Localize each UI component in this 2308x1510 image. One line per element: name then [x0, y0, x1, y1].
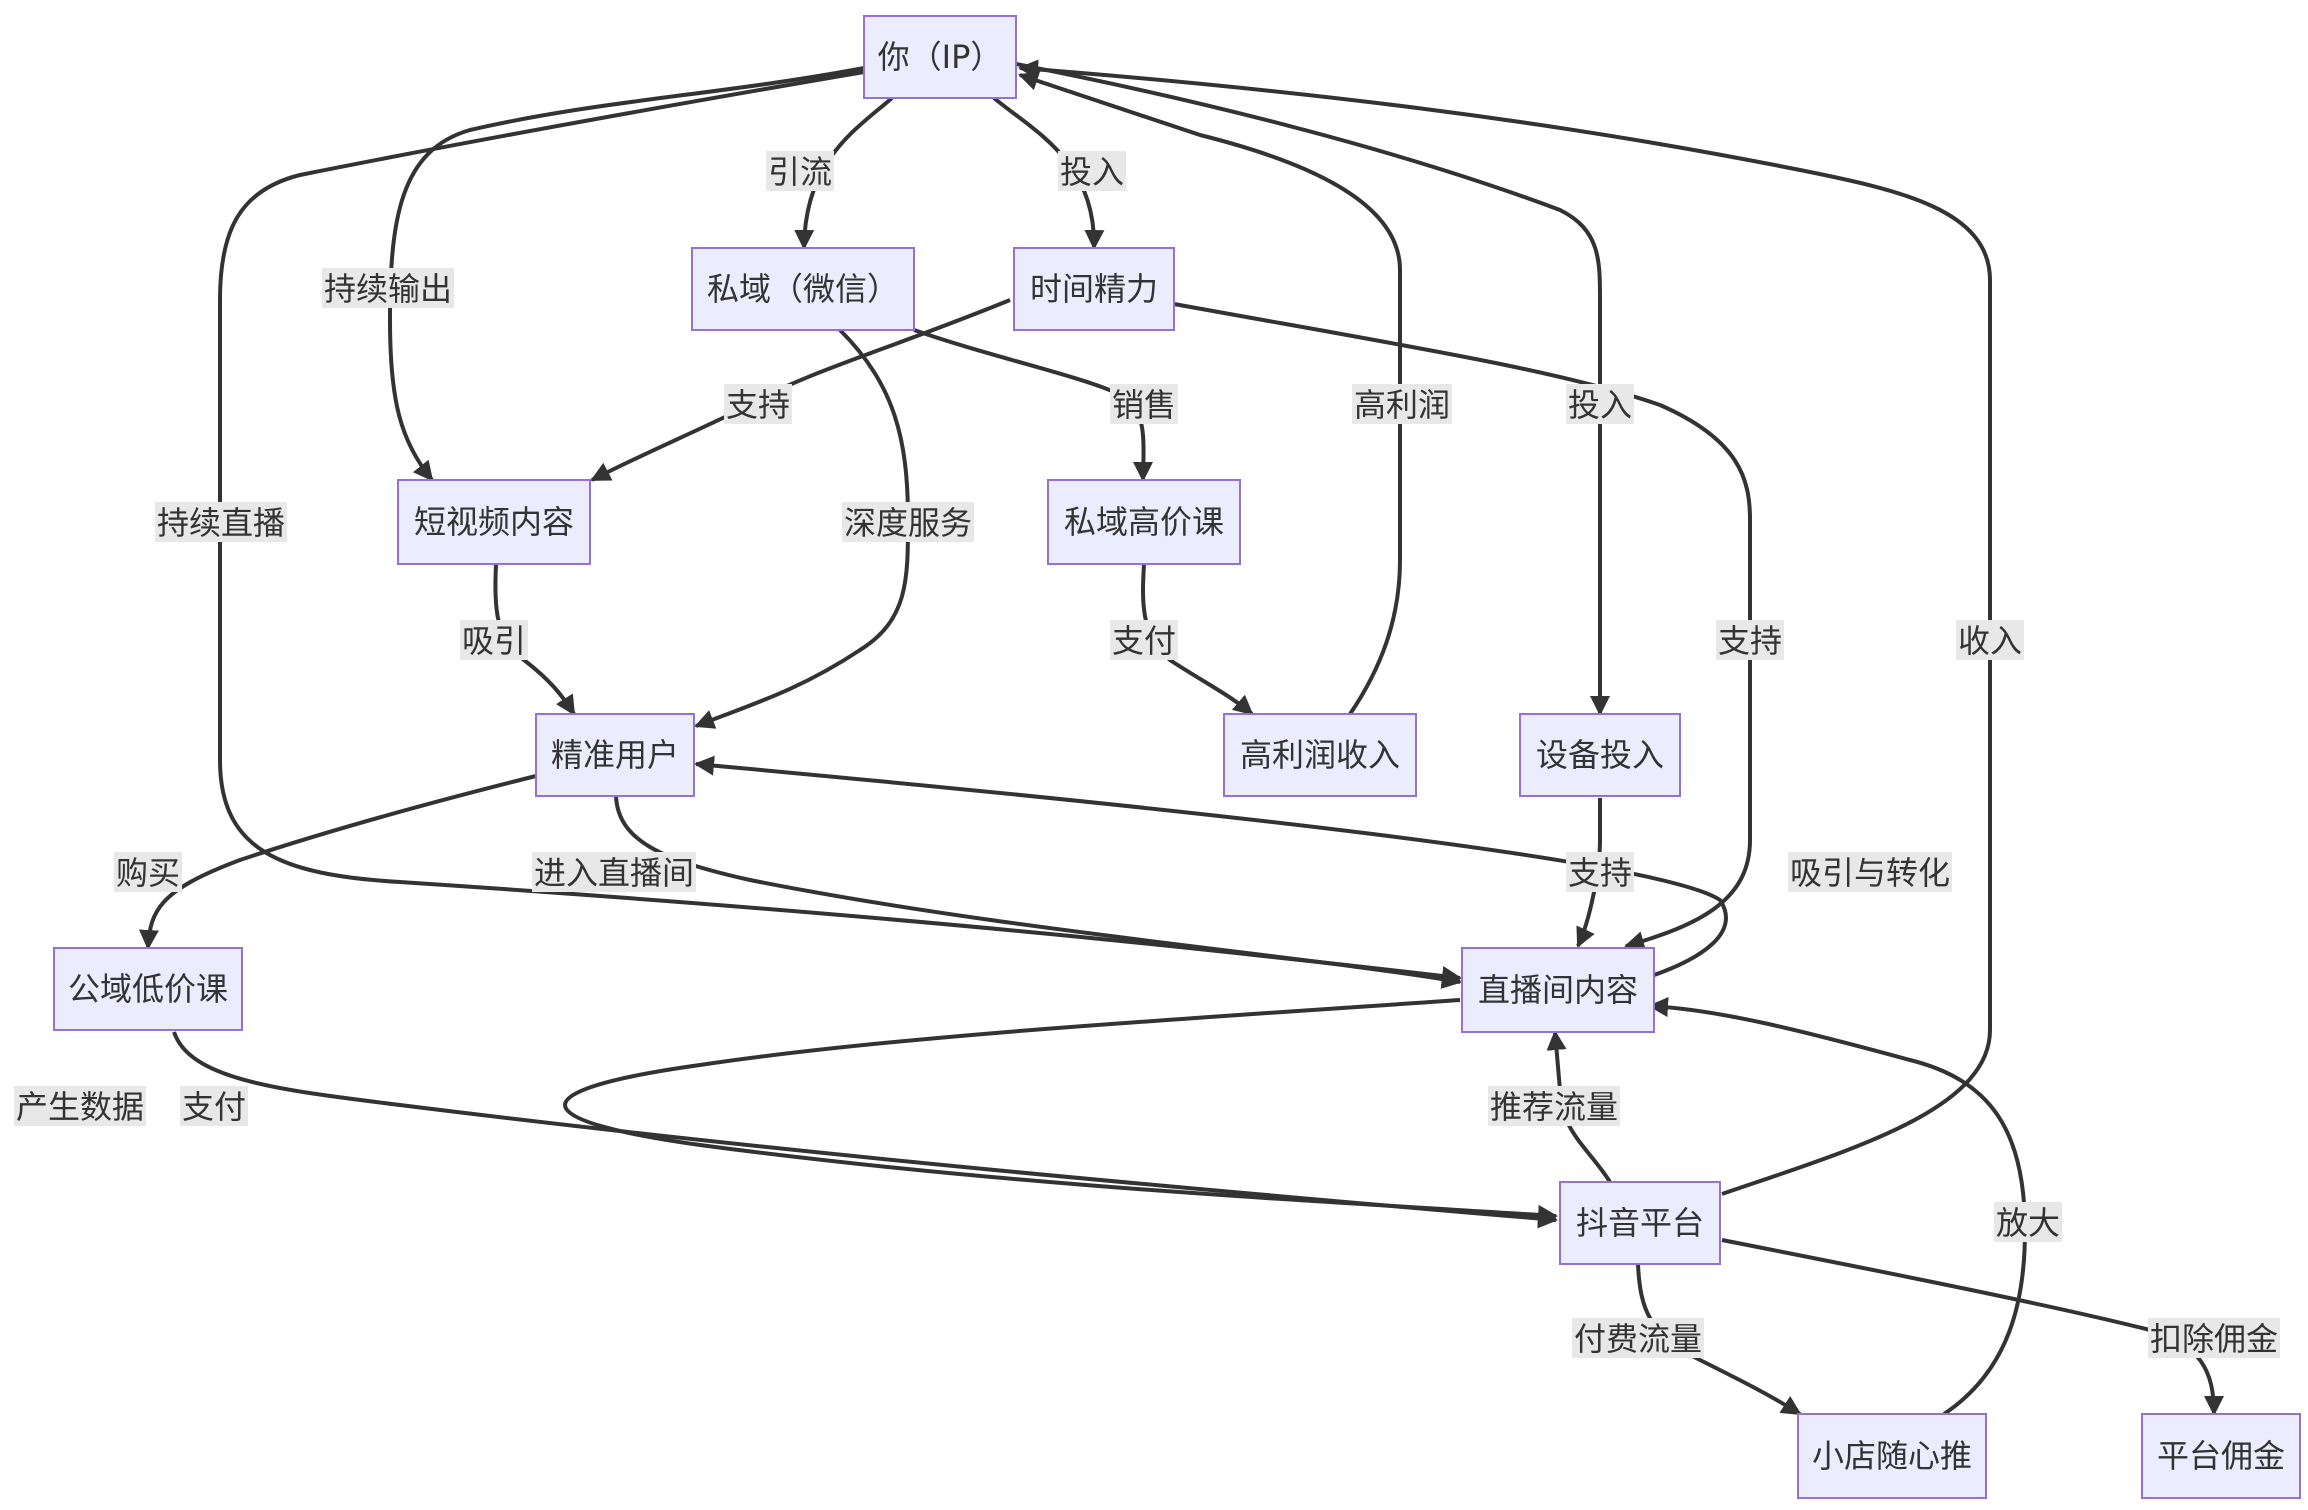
svg-text:持续输出: 持续输出	[324, 270, 452, 308]
node-profit[interactable]: 高利润收入	[1223, 713, 1417, 797]
edge-label-tuijianliuliang: 推荐流量	[1488, 1086, 1620, 1126]
svg-text:支持: 支持	[726, 386, 790, 424]
svg-text:推荐流量: 推荐流量	[1490, 1088, 1618, 1126]
edge-label-fufeiliuliang: 付费流量	[1572, 1318, 1704, 1358]
node-private[interactable]: 私域（微信）	[691, 247, 915, 331]
svg-text:高利润: 高利润	[1354, 386, 1450, 424]
nodes: 你（IP） 私域（微信） 时间精力 短视频内容 私域高价课 精准用户 高利润收入	[53, 15, 2301, 1499]
node-users[interactable]: 精准用户	[535, 713, 695, 797]
node-douyin[interactable]: 抖音平台	[1559, 1181, 1721, 1265]
svg-text:高利润收入: 高利润收入	[1240, 736, 1400, 774]
edge-label-chixuzhibo: 持续直播	[155, 502, 287, 542]
node-time[interactable]: 时间精力	[1013, 247, 1175, 331]
svg-text:收入: 收入	[1958, 622, 2022, 660]
edge-label-zhichi1: 支持	[724, 384, 792, 424]
edge-private-privatecourse	[913, 328, 1154, 482]
svg-text:投入: 投入	[1060, 153, 1124, 191]
svg-text:平台佣金: 平台佣金	[2157, 1437, 2285, 1475]
edge-time-live	[1173, 302, 1752, 951]
svg-text:抖音平台: 抖音平台	[1576, 1204, 1704, 1242]
edge-dou-live	[1648, 997, 2028, 1416]
svg-text:小店随心推: 小店随心推	[1812, 1437, 1972, 1475]
svg-text:精准用户: 精准用户	[551, 736, 679, 774]
svg-text:进入直播间: 进入直播间	[534, 854, 694, 892]
edges	[138, 59, 2224, 1416]
edge-label-gaolirun: 高利润	[1352, 384, 1452, 424]
edge-label-touru2: 投入	[1566, 384, 1634, 424]
edge-label-zhifu2: 支付	[180, 1086, 248, 1126]
svg-text:支持: 支持	[1568, 854, 1632, 892]
node-live[interactable]: 直播间内容	[1461, 947, 1655, 1033]
node-equipment[interactable]: 设备投入	[1519, 713, 1681, 797]
edge-douyin-dou	[1636, 1263, 1802, 1416]
node-commission[interactable]: 平台佣金	[2141, 1413, 2301, 1499]
node-ip[interactable]: 你（IP）	[863, 15, 1017, 99]
edge-label-jinruzhiboJian: 进入直播间	[532, 852, 696, 892]
edge-ip-private	[794, 96, 894, 250]
svg-text:直播间内容: 直播间内容	[1478, 971, 1638, 1009]
edge-label-fangda: 放大	[1994, 1202, 2062, 1242]
edge-profit-ip	[1018, 71, 1402, 716]
svg-text:放大: 放大	[1996, 1204, 2060, 1242]
svg-text:私域高价课: 私域高价课	[1064, 503, 1224, 541]
edge-label-chanshengshuju: 产生数据	[14, 1086, 146, 1126]
svg-text:引流: 引流	[768, 153, 832, 191]
edge-label-zhifu1: 支付	[1110, 620, 1178, 660]
edge-douyin-commission	[1721, 1238, 2224, 1416]
svg-text:支持: 支持	[1718, 622, 1782, 660]
edge-douyin-ip	[1018, 59, 1992, 1196]
edge-label-goumai: 购买	[114, 852, 182, 892]
svg-text:吸引: 吸引	[462, 622, 526, 660]
node-publiccourse[interactable]: 公域低价课	[53, 947, 243, 1031]
node-dou[interactable]: 小店随心推	[1797, 1413, 1987, 1499]
edge-label-xiaoshou: 销售	[1110, 384, 1178, 424]
svg-text:购买: 购买	[116, 854, 180, 892]
edge-label-zhichi3: 支持	[1566, 852, 1634, 892]
edge-label-shouru: 收入	[1956, 620, 2024, 660]
svg-text:短视频内容: 短视频内容	[414, 503, 574, 541]
svg-text:时间精力: 时间精力	[1030, 270, 1158, 308]
svg-text:付费流量: 付费流量	[1574, 1320, 1702, 1358]
edge-label-yinliu: 引流	[766, 151, 834, 191]
svg-text:支付: 支付	[1112, 622, 1176, 660]
edge-label-touru1: 投入	[1058, 151, 1126, 191]
svg-text:吸引与转化: 吸引与转化	[1790, 854, 1950, 892]
edge-ip-equipment	[1015, 62, 1610, 716]
node-shortvideo[interactable]: 短视频内容	[397, 479, 591, 565]
edge-label-xiyinyuzhuanhua: 吸引与转化	[1788, 852, 1952, 892]
node-privatecourse[interactable]: 私域高价课	[1047, 479, 1241, 565]
edge-label-xiyin: 吸引	[460, 620, 528, 660]
svg-text:投入: 投入	[1568, 386, 1632, 424]
edge-users-live	[614, 795, 1462, 989]
edge-ip-shortvideo	[387, 66, 865, 482]
edge-live-douyin	[563, 998, 1558, 1225]
svg-text:销售: 销售	[1112, 386, 1176, 424]
svg-text:深度服务: 深度服务	[844, 504, 972, 542]
svg-text:公域低价课: 公域低价课	[68, 970, 228, 1008]
svg-text:支付: 支付	[182, 1088, 246, 1126]
edge-publiccourse-douyin	[172, 1031, 1558, 1229]
edge-private-users	[694, 328, 911, 729]
edge-label-shenduFuwu: 深度服务	[842, 502, 974, 542]
svg-text:私域（微信）: 私域（微信）	[707, 270, 899, 308]
edge-label-kouchuyongjin: 扣除佣金	[2148, 1318, 2280, 1358]
edge-label-chixushuchu: 持续输出	[322, 268, 454, 308]
svg-text:持续直播: 持续直播	[157, 504, 285, 542]
svg-text:扣除佣金: 扣除佣金	[2150, 1320, 2278, 1358]
edge-label-zhichi2: 支持	[1716, 620, 1784, 660]
edge-labels: 引流 投入 持续输出 持续直播 支持 销售 高利润 投入	[14, 151, 2280, 1358]
edge-users-publiccourse	[138, 774, 537, 950]
svg-text:产生数据: 产生数据	[16, 1088, 144, 1126]
svg-text:设备投入: 设备投入	[1536, 736, 1664, 774]
edge-ip-live-sustain	[218, 70, 1462, 986]
svg-text:你（IP）: 你（IP）	[878, 38, 1003, 76]
